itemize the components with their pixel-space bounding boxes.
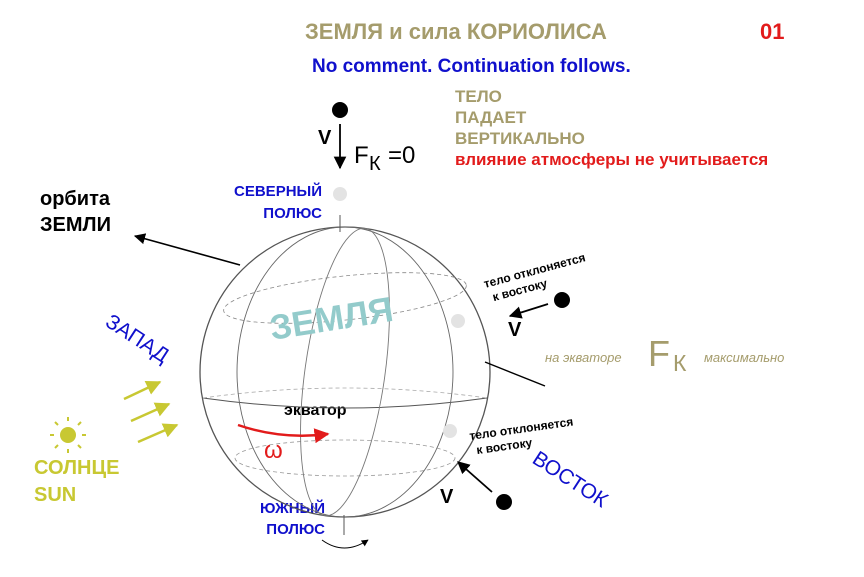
sunlight-arrows bbox=[123, 380, 179, 444]
equator-label: экватор bbox=[284, 402, 347, 419]
page-title: ЗЕМЛЯ и сила КОРИОЛИСА bbox=[305, 19, 607, 44]
falling-body-dot bbox=[332, 102, 348, 118]
equator-note-prefix: на экваторе bbox=[545, 350, 622, 365]
coriolis-force-sub: К bbox=[369, 153, 381, 175]
north-pole-label: СЕВЕРНЫЙ ПОЛЮС bbox=[208, 181, 322, 225]
page-number: 01 bbox=[760, 19, 785, 44]
coriolis-force-eq: =0 bbox=[388, 142, 415, 169]
falling-body-description: ТЕЛО ПАДАЕТ ВЕРТИКАЛЬНО bbox=[455, 86, 585, 149]
south-velocity-label: V bbox=[440, 486, 454, 508]
orbit-line-east bbox=[484, 361, 546, 387]
orbit-line1: орбита bbox=[40, 188, 110, 210]
falling-body-line1: ТЕЛО bbox=[455, 87, 502, 106]
equator-target bbox=[451, 314, 465, 328]
sun-line1: СОЛНЦЕ bbox=[34, 457, 120, 479]
north-pole-line2: ПОЛЮС bbox=[263, 205, 322, 222]
equator-note-suffix: максимально bbox=[704, 350, 784, 365]
earth-globe bbox=[199, 215, 491, 549]
sun-line2: SUN bbox=[34, 484, 77, 506]
equator-velocity-label: V bbox=[508, 319, 522, 341]
south-velocity-arrow bbox=[457, 461, 493, 493]
equator-body-dot bbox=[554, 292, 570, 308]
south-target bbox=[443, 424, 457, 438]
sun-icon bbox=[50, 417, 86, 453]
equator-deflection-text: тело отклоняется к востоку bbox=[482, 250, 587, 304]
equator-note-force-sub: К bbox=[673, 350, 687, 376]
sun-label: СОЛНЦЕ SUN bbox=[34, 455, 119, 509]
omega-label: ω bbox=[264, 437, 283, 464]
equator-note-force: F bbox=[648, 333, 670, 374]
north-pole-line1: СЕВЕРНЫЙ bbox=[234, 183, 322, 200]
earth-label: ЗЕМЛЯ bbox=[267, 290, 396, 348]
east-label: ВОСТОК bbox=[528, 447, 612, 513]
coriolis-force-main: F bbox=[354, 142, 369, 169]
falling-velocity-label: V bbox=[318, 127, 332, 149]
subtitle: No comment. Continuation follows. bbox=[312, 56, 631, 77]
orbit-arrow bbox=[133, 233, 241, 266]
south-pole-line2: ПОЛЮС bbox=[266, 521, 325, 538]
rotation-arrow bbox=[237, 423, 330, 444]
west-label: ЗАПАД bbox=[101, 310, 173, 368]
equator-velocity-arrow bbox=[508, 303, 549, 319]
falling-body-line3: ВЕРТИКАЛЬНО bbox=[455, 129, 585, 148]
falling-body-line2: ПАДАЕТ bbox=[455, 108, 527, 127]
orbit-label: орбита ЗЕМЛИ bbox=[40, 186, 111, 238]
south-deflection-text: тело отклоняется к востоку bbox=[468, 415, 574, 458]
orbit-line2: ЗЕМЛИ bbox=[40, 214, 111, 236]
atmosphere-note: влияние атмосферы не учитывается bbox=[455, 150, 769, 169]
north-pole-target bbox=[333, 187, 347, 201]
south-body-dot bbox=[496, 494, 512, 510]
